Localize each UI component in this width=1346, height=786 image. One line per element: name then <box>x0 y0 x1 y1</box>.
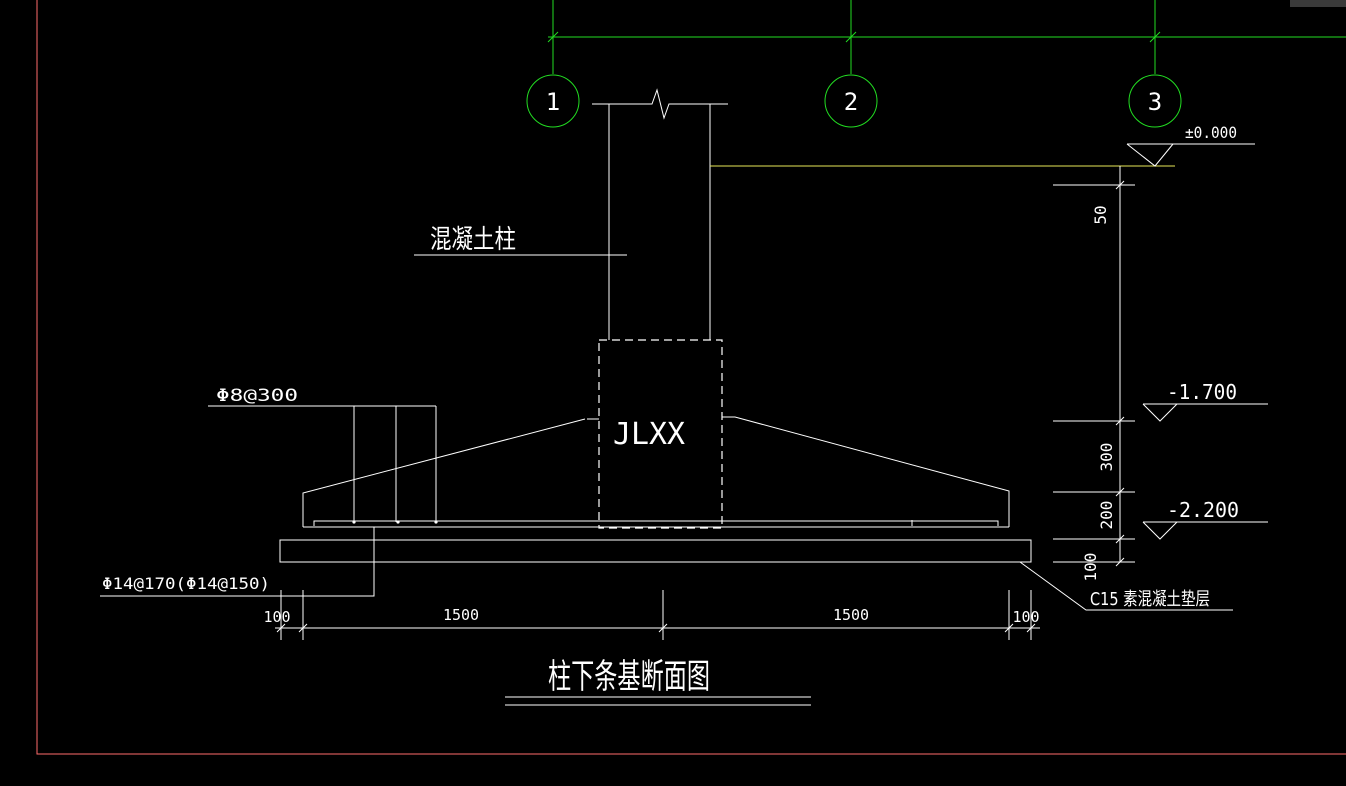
axis-tick-2 <box>845 31 857 43</box>
level-marker-top <box>1126 143 1255 167</box>
vertical-dimension <box>1053 166 1135 567</box>
axis-grid <box>526 0 1346 128</box>
v-dim-text-3: 200 <box>1097 501 1116 530</box>
level-marker-top-triangle <box>1126 143 1174 167</box>
footing-beam-outline <box>598 339 723 529</box>
v-tick-3 <box>1115 487 1125 497</box>
h-dim-text-2: 1500 <box>443 606 479 624</box>
axis-bubble-3 <box>1128 74 1182 128</box>
level-marker-mid <box>1142 403 1268 422</box>
h-dim-text-1: 100 <box>263 608 290 626</box>
bottom-rebar-text: Φ14@170(Φ14@150) <box>102 574 270 593</box>
axis-tick-3 <box>1149 31 1161 43</box>
stirrup-callout <box>208 405 437 522</box>
v-tick-1 <box>1115 180 1125 190</box>
strip-footing <box>279 416 1032 563</box>
level-marker-mid-triangle <box>1142 403 1178 422</box>
axis-label-3: 3 <box>1148 88 1162 116</box>
stirrup-text: Φ8@300 <box>216 386 298 406</box>
axis-bubble-2 <box>824 74 878 128</box>
level-marker-mid-text: -1.700 <box>1167 380 1237 404</box>
stirrup-dot-1 <box>352 520 356 524</box>
drawing-frame <box>36 0 1346 755</box>
level-marker-bottom-text: -2.200 <box>1167 498 1239 522</box>
bottom-rebar-leader <box>100 527 375 597</box>
v-tick-5 <box>1115 557 1125 567</box>
h-dim-text-3: 1500 <box>833 606 869 624</box>
h-tick-4 <box>1004 623 1014 633</box>
footing-left-profile <box>302 418 586 527</box>
v-tick-2 <box>1115 416 1125 426</box>
cushion-callout-text: C15 素混凝土垫层 <box>1090 589 1210 610</box>
viewport-corner-block <box>1290 0 1346 7</box>
v-dim-text-2: 300 <box>1097 443 1116 472</box>
column-break-line <box>592 88 728 120</box>
axis-tick-1 <box>547 31 559 43</box>
concrete-column <box>592 88 728 340</box>
v-dim-text-4: 100 <box>1081 553 1100 582</box>
footing-beam-label: JLXX <box>613 417 685 452</box>
footing-right-profile <box>722 416 1010 527</box>
axis-label-1: 1 <box>546 88 560 116</box>
h-tick-1 <box>276 623 286 633</box>
cushion-callout-leader <box>1019 561 1233 611</box>
axis-label-2: 2 <box>844 88 858 116</box>
h-tick-2 <box>298 623 308 633</box>
level-marker-top-text: ±0.000 <box>1185 123 1237 142</box>
h-tick-5 <box>1026 623 1036 633</box>
level-marker-bottom <box>1142 521 1268 540</box>
bottom-rebar-line <box>313 520 999 526</box>
v-tick-4 <box>1115 534 1125 544</box>
level-marker-bottom-triangle <box>1142 521 1178 540</box>
stirrup-dot-2 <box>396 520 400 524</box>
column-callout-text: 混凝土柱 <box>430 225 516 255</box>
horizontal-dimension <box>275 590 1040 640</box>
h-dim-text-4: 100 <box>1012 608 1039 626</box>
stirrup-dot-3 <box>434 520 438 524</box>
axis-bubble-1 <box>526 74 580 128</box>
v-dim-text-1: 50 <box>1091 205 1110 224</box>
h-tick-3 <box>658 623 668 633</box>
drawing-title: 柱下条基断面图 <box>548 657 710 697</box>
